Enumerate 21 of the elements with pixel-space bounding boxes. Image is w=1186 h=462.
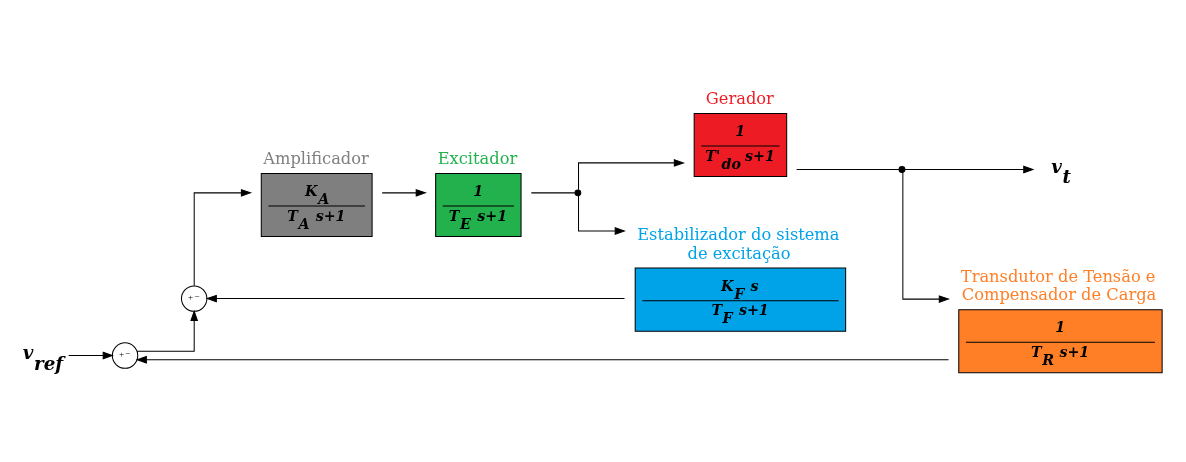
arrow bbox=[902, 172, 950, 304]
connector bbox=[796, 169, 900, 170]
arrow bbox=[193, 188, 253, 287]
arrow bbox=[205, 294, 626, 303]
arrow bbox=[578, 158, 685, 191]
arrow bbox=[135, 355, 950, 364]
arrow bbox=[381, 188, 427, 197]
arrow bbox=[578, 195, 626, 235]
arrow bbox=[136, 309, 199, 352]
node-label: Gerador bbox=[705, 89, 774, 109]
node-circle: +− bbox=[111, 342, 139, 369]
connector bbox=[530, 192, 576, 194]
arrow bbox=[904, 165, 1035, 174]
node-label: Excitador bbox=[437, 149, 518, 169]
node-dot bbox=[898, 166, 906, 173]
node-dot bbox=[574, 189, 582, 197]
node-label: Amplificador bbox=[263, 149, 369, 169]
arrow bbox=[68, 351, 114, 360]
node-label: Transdutor de Tensão e Compensador de Carga bbox=[960, 267, 1157, 305]
node-label: Estabilizador do sistema de excitação bbox=[637, 225, 840, 263]
node-circle: +− bbox=[180, 285, 208, 312]
